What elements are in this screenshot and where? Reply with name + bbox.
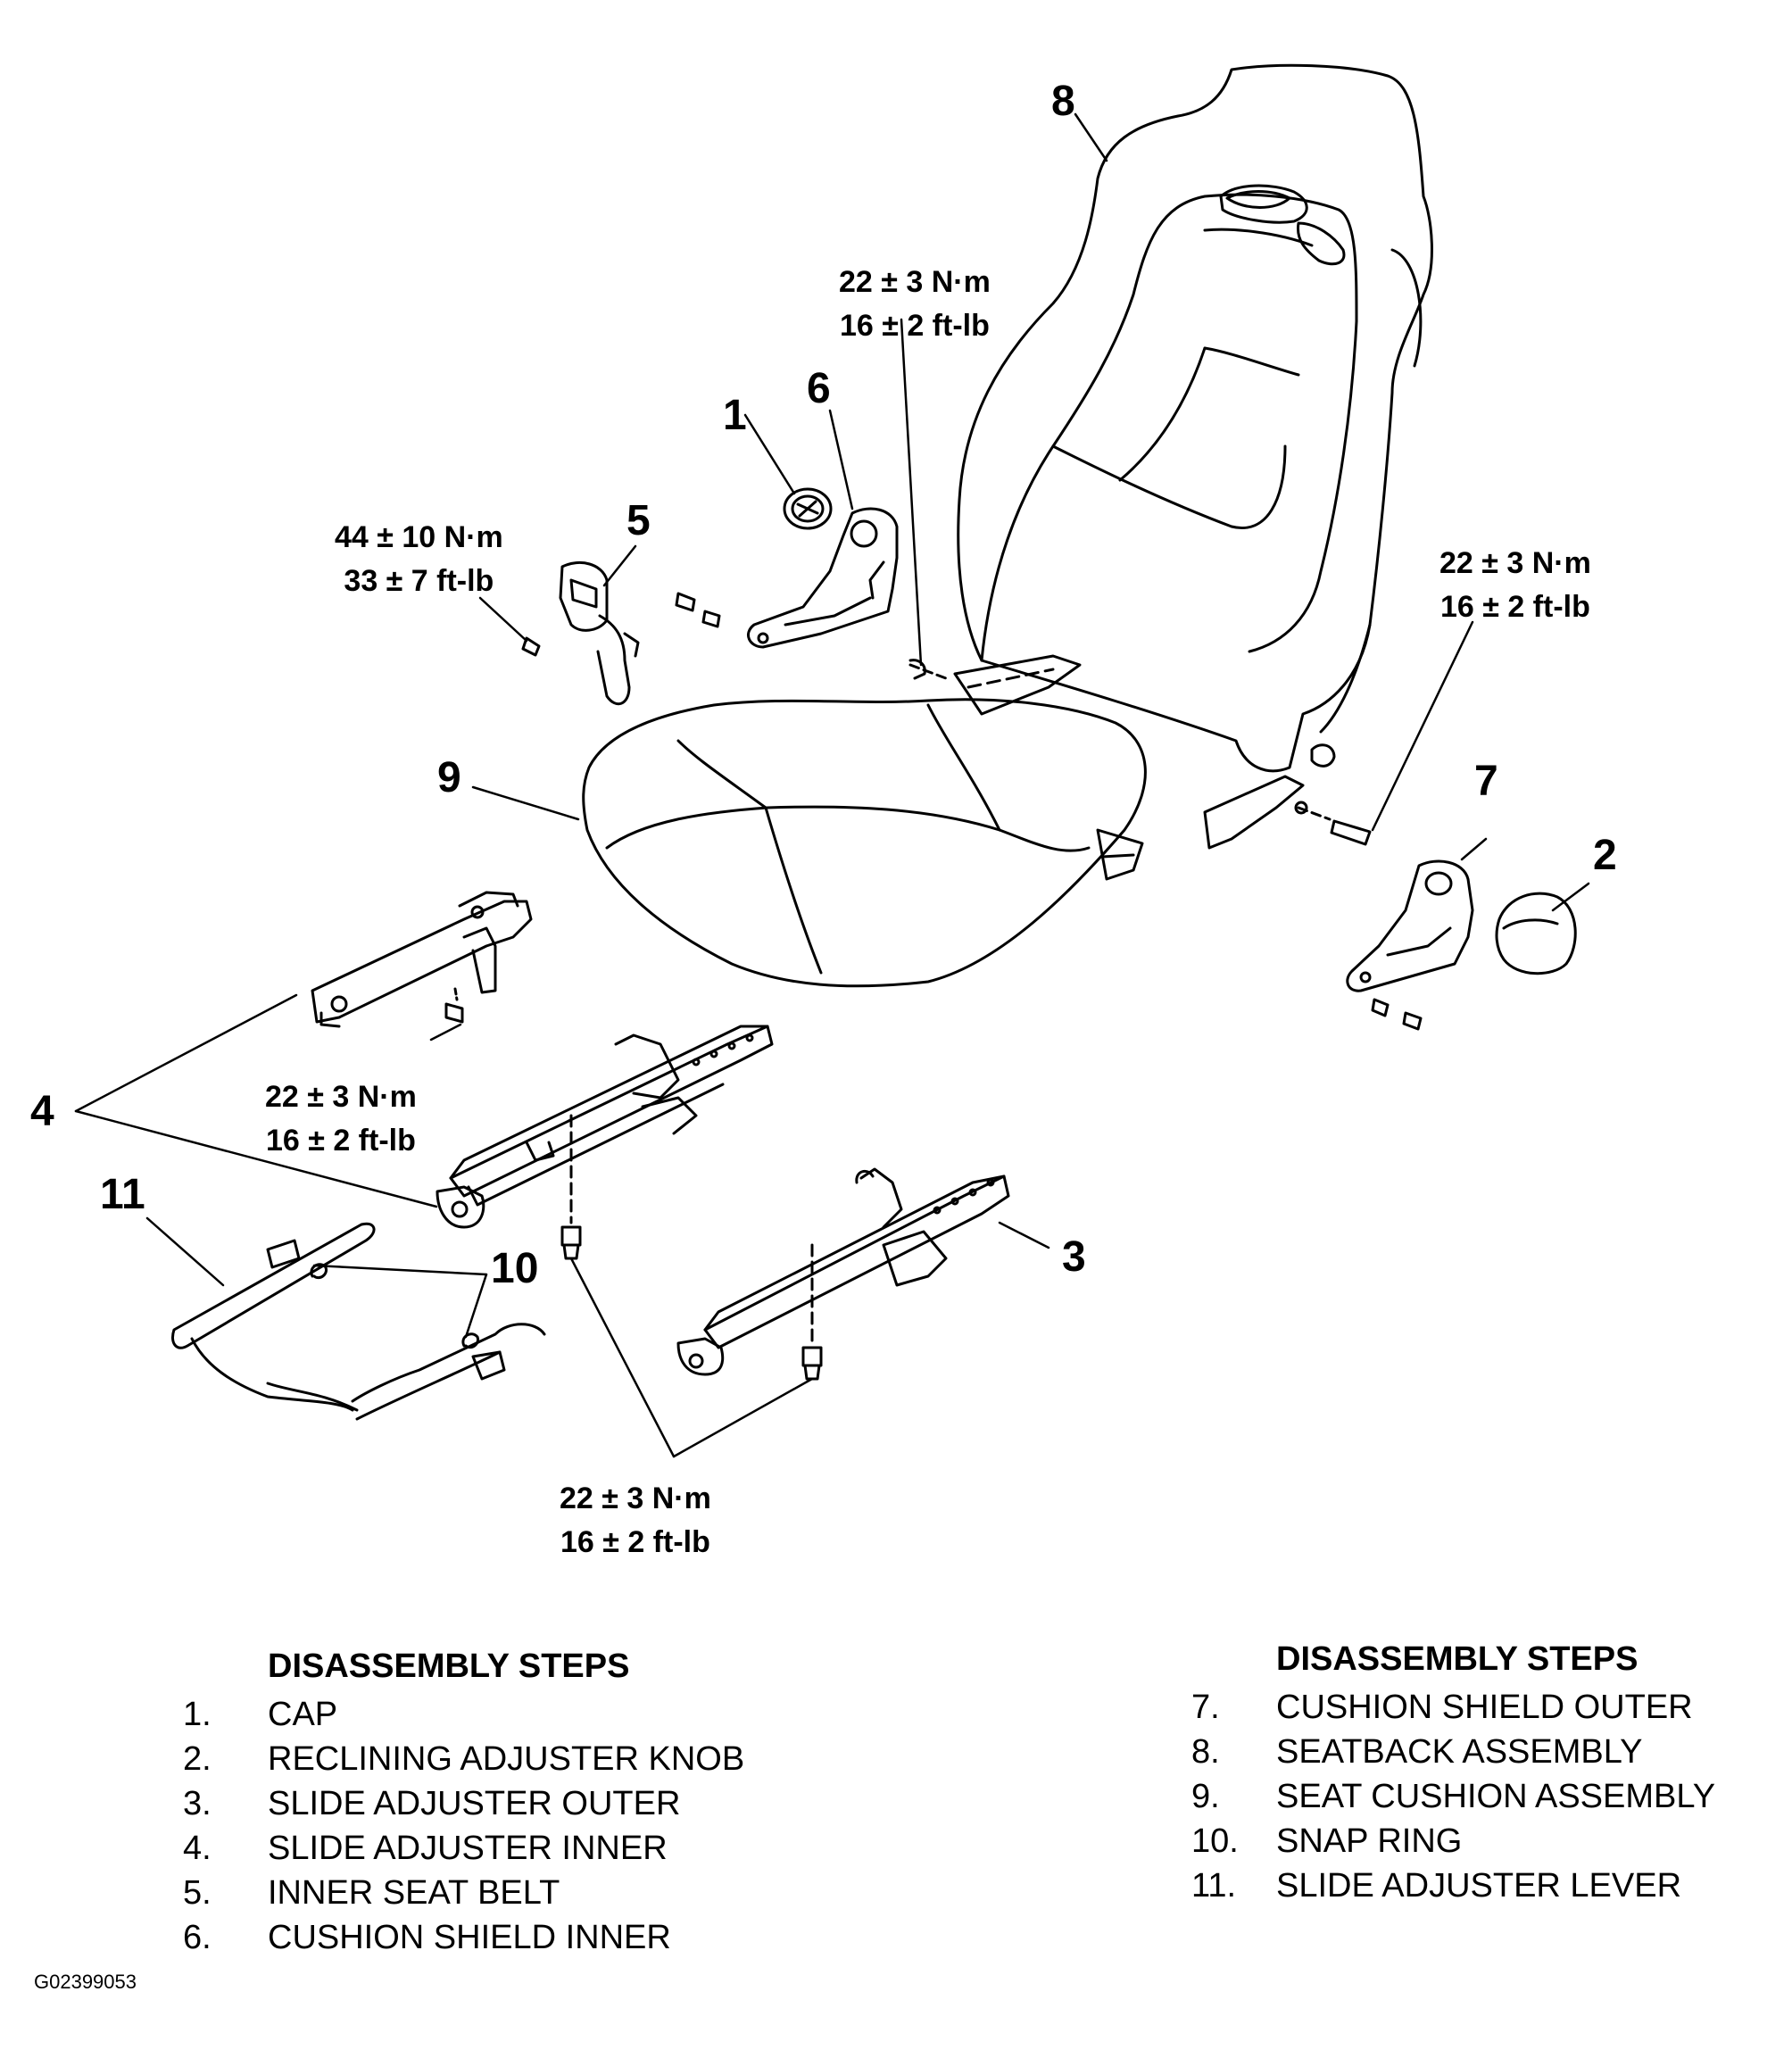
step-label: SEATBACK ASSEMBLY — [1276, 1733, 1643, 1771]
torque-value-nm: 22 ± 3 N·m — [839, 265, 991, 299]
snap-rings — [311, 1265, 478, 1348]
torque-value-ftlb: 16 ± 2 ft-lb — [1439, 590, 1590, 625]
step-number: 4. — [183, 1830, 212, 1867]
step-number: 8. — [1191, 1733, 1220, 1771]
list-item: 1. CAP — [183, 1697, 825, 1742]
callout-8: 8 — [1051, 78, 1075, 125]
list-item: 5. INNER SEAT BELT — [183, 1876, 825, 1921]
step-number: 1. — [183, 1696, 212, 1733]
list-item: 2. RECLINING ADJUSTER KNOB — [183, 1742, 825, 1787]
torque-value-nm: 22 ± 3 N·m — [560, 1481, 711, 1515]
rail-bolts — [562, 1116, 821, 1379]
step-label: CUSHION SHIELD INNER — [268, 1919, 671, 1956]
cushion-shield-outer — [1348, 861, 1473, 1029]
step-label: CUSHION SHIELD OUTER — [1276, 1689, 1693, 1726]
list-item: 8. SEATBACK ASSEMBLY — [1191, 1735, 1780, 1780]
cushion-shield-inner — [748, 509, 897, 647]
callout-6: 6 — [807, 365, 831, 412]
step-number: 2. — [183, 1740, 212, 1778]
torque-value-nm: 22 ± 3 N·m — [265, 1080, 417, 1114]
torque-value-ftlb: 16 ± 2 ft-lb — [265, 1124, 416, 1158]
step-label: SLIDE ADJUSTER LEVER — [1276, 1867, 1682, 1905]
torque-value-nm: 22 ± 3 N·m — [1439, 546, 1591, 580]
seatback-bolts — [910, 660, 1370, 844]
disassembly-steps-left: DISASSEMBLY STEPS 1. CAP 2. RECLINING ADJU… — [183, 1649, 825, 1965]
step-label: SEAT CUSHION ASSEMBLY — [1276, 1778, 1716, 1815]
step-number: 3. — [183, 1785, 212, 1822]
step-number: 9. — [1191, 1778, 1220, 1815]
list-item: 3. SLIDE ADJUSTER OUTER — [183, 1787, 825, 1831]
cap — [784, 489, 831, 528]
disassembly-steps-right: DISASSEMBLY STEPS 7. CUSHION SHIELD OUTER… — [1191, 1642, 1780, 1913]
step-number: 10. — [1191, 1822, 1239, 1860]
torque-value-ftlb: 16 ± 2 ft-lb — [560, 1525, 710, 1560]
torque-seatback-left: 22 ± 3 N·m 16 ± 2 ft-lb — [839, 261, 991, 349]
seat-cushion-assembly — [584, 700, 1146, 986]
slide-adjuster-inner-bracket — [312, 892, 531, 1026]
leader-lines — [76, 114, 1589, 1457]
step-label: INNER SEAT BELT — [268, 1874, 560, 1912]
list-item: 6. CUSHION SHIELD INNER — [183, 1921, 825, 1965]
callout-1: 1 — [723, 392, 747, 439]
callout-7: 7 — [1474, 758, 1498, 805]
step-number: 11. — [1191, 1867, 1237, 1905]
step-label: CAP — [268, 1696, 338, 1733]
steps-heading: DISASSEMBLY STEPS — [1276, 1640, 1639, 1678]
figure-id: G02399053 — [34, 1971, 137, 1993]
step-label: SNAP RING — [1276, 1822, 1463, 1860]
step-number: 7. — [1191, 1689, 1220, 1726]
slide-adjuster-outer — [678, 1169, 1008, 1374]
step-label: RECLINING ADJUSTER KNOB — [268, 1740, 745, 1778]
list-item: 4. SLIDE ADJUSTER INNER — [183, 1831, 825, 1876]
torque-inner-rail: 22 ± 3 N·m 16 ± 2 ft-lb — [265, 1075, 417, 1164]
slide-adjuster-lever — [172, 1224, 544, 1419]
seatback-assembly — [955, 65, 1431, 848]
torque-seat-belt: 44 ± 10 N·m 33 ± 7 ft-lb — [335, 516, 503, 604]
reclining-adjuster-knob — [1497, 893, 1575, 974]
step-label: SLIDE ADJUSTER INNER — [268, 1830, 668, 1867]
steps-heading: DISASSEMBLY STEPS — [268, 1647, 630, 1685]
slide-adjuster-inner-rail — [437, 1026, 772, 1227]
callout-5: 5 — [626, 497, 651, 544]
list-item: 7. CUSHION SHIELD OUTER — [1191, 1690, 1780, 1735]
callout-11: 11 — [100, 1171, 145, 1218]
callout-4: 4 — [30, 1088, 54, 1135]
callout-2: 2 — [1593, 832, 1617, 879]
torque-seatback-right: 22 ± 3 N·m 16 ± 2 ft-lb — [1439, 542, 1591, 630]
step-label: SLIDE ADJUSTER OUTER — [268, 1785, 681, 1822]
torque-value-ftlb: 33 ± 7 ft-lb — [344, 564, 494, 599]
shield-screws — [676, 593, 719, 627]
step-number: 5. — [183, 1874, 212, 1912]
list-item: 9. SEAT CUSHION ASSEMBLY — [1191, 1780, 1780, 1824]
torque-rails-bottom: 22 ± 3 N·m 16 ± 2 ft-lb — [560, 1477, 711, 1565]
torque-value-ftlb: 16 ± 2 ft-lb — [839, 309, 990, 344]
step-number: 6. — [183, 1919, 212, 1956]
callout-9: 9 — [437, 754, 461, 801]
torque-value-nm: 44 ± 10 N·m — [335, 520, 503, 554]
callout-10: 10 — [491, 1245, 539, 1292]
inner-seat-belt — [523, 562, 638, 703]
list-item: 10. SNAP RING — [1191, 1824, 1780, 1869]
list-item: 11. SLIDE ADJUSTER LEVER — [1191, 1869, 1780, 1913]
callout-3: 3 — [1062, 1233, 1086, 1281]
